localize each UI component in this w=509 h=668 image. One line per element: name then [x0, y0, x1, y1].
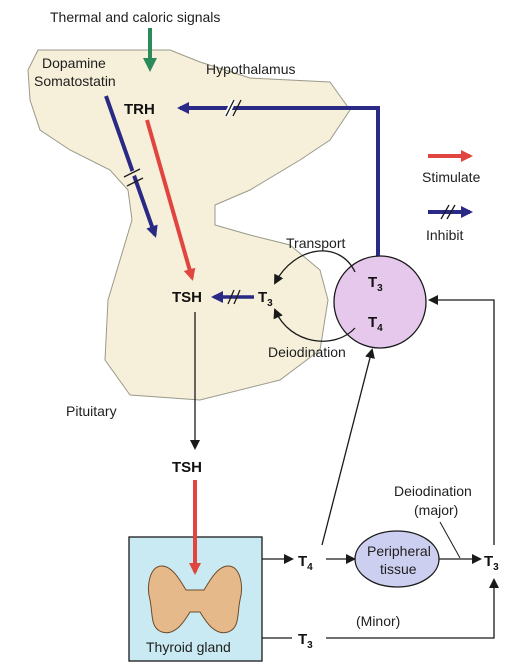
deiodination-label: Deiodination: [268, 344, 346, 360]
thermal-caloric-label: Thermal and caloric signals: [50, 9, 220, 25]
t3-to-circle-line: [428, 295, 495, 545]
t4-to-circle-arrow: [321, 348, 375, 546]
dopamine-inhibit-slash-1b: [123, 168, 141, 178]
dopamine-inhibit-arrow: [104, 95, 158, 238]
feedback-slash-1b: [225, 99, 235, 117]
t3-inhibit-trh-line: [177, 102, 380, 258]
peripheral-t4-label: T4: [298, 553, 313, 573]
trh-label: TRH: [124, 101, 155, 118]
dopamine-label: Dopamine: [42, 55, 106, 71]
peripheral-tissue-ellipse: [354, 530, 440, 588]
t3-inhibit-tsh-slash-1: [227, 289, 235, 305]
legend-inhibit-slash-1: [440, 204, 450, 220]
final-t3-label: T3: [484, 553, 499, 573]
feedback-slash-2: [232, 99, 242, 117]
minor-label: (Minor): [356, 613, 400, 629]
t3-inhibit-tsh-slash-2: [233, 289, 241, 305]
minor-t3-to-final-arrow: [326, 578, 499, 639]
dopamine-inhibit-slash-2: [126, 177, 144, 187]
circle-t4-label: T4: [368, 314, 383, 334]
pituitary-t3-label: T3: [258, 289, 273, 309]
peripheral-label-line2: tissue: [380, 561, 417, 577]
peripheral-label-line1: Peripheral: [367, 543, 431, 559]
tsh-output-label: TSH: [172, 459, 202, 476]
hypothalamus-label: Hypothalamus: [206, 61, 296, 77]
legend-inhibit-slash-2: [446, 204, 456, 220]
deiodination-arrow: [273, 308, 356, 342]
t3-t4-circle: [333, 255, 427, 349]
deiodination-major-pointer: [439, 521, 461, 559]
circle-t3-label: T3: [368, 274, 383, 294]
tsh-pituitary-label: TSH: [172, 289, 202, 306]
transport-arrow: [274, 250, 356, 285]
hypothalamus-pituitary-region: [27, 49, 351, 401]
legend-stimulate-label: Stimulate: [422, 169, 481, 185]
thyroid-gland-label: Thyroid gland: [146, 639, 231, 655]
transport-label: Transport: [286, 235, 346, 251]
dopamine-inhibit-slash-1: [122, 167, 142, 181]
minor-t3-label: T3: [298, 631, 313, 651]
somatostatin-label: Somatostatin: [34, 73, 116, 89]
deiodination-major-line2: (major): [414, 502, 458, 518]
deiodination-major-line1: Deiodination: [394, 483, 472, 499]
pituitary-label: Pituitary: [66, 403, 117, 419]
trh-stimulate-arrow: [145, 119, 196, 281]
legend-inhibit-label: Inhibit: [426, 227, 463, 243]
thyroid-gland-shape: [148, 565, 242, 634]
